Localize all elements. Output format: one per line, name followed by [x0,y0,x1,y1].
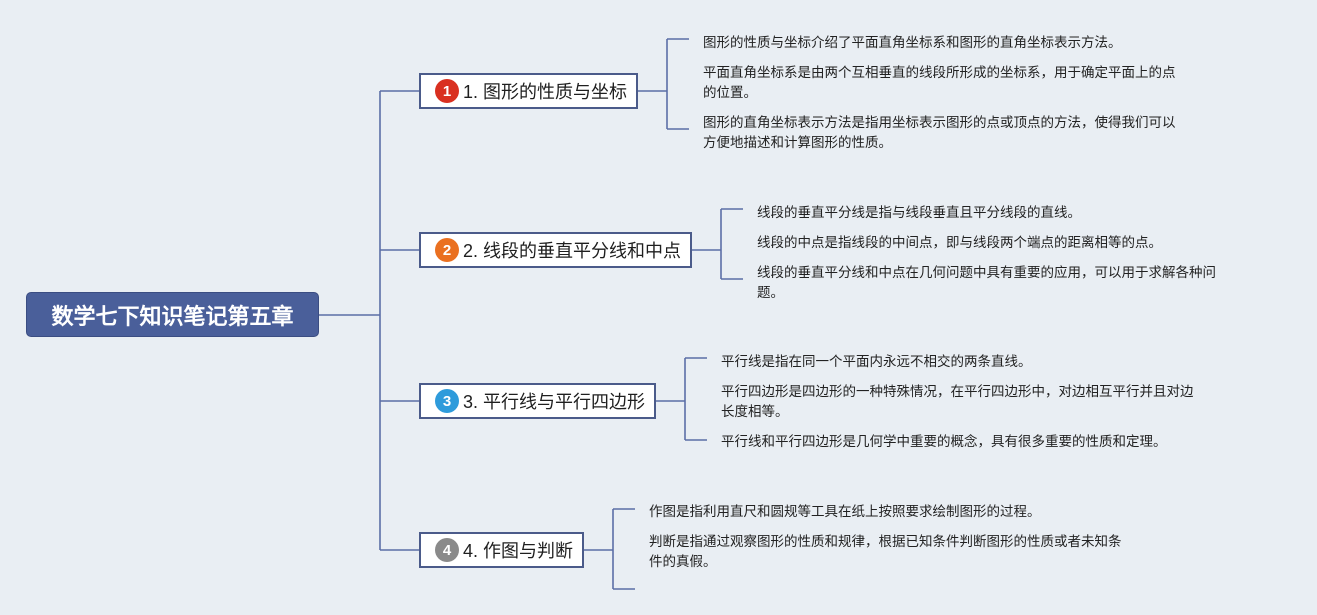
leaf-text-line: 方便地描述和计算图形的性质。 [703,135,892,150]
number-badge-icon: 2 [435,238,459,262]
leaf-text-line: 作图是指利用直尺和圆规等工具在纸上按照要求绘制图形的过程。 [649,504,1041,519]
leaf-text-line: 线段的垂直平分线和中点在几何问题中具有重要的应用，可以用于求解各种问 [757,265,1216,280]
leaf-text-line: 题。 [757,285,784,300]
branch-label: 1. 图形的性质与坐标 [463,82,628,102]
leaf-text-line: 平行线和平行四边形是几何学中重要的概念，具有很多重要的性质和定理。 [721,434,1167,449]
leaf-text: 判断是指通过观察图形的性质和规律，根据已知条件判断图形的性质或者未知条件的真假。 [649,532,1122,572]
leaf-text: 平行线和平行四边形是几何学中重要的概念，具有很多重要的性质和定理。 [721,432,1167,452]
leaf-text-line: 判断是指通过观察图形的性质和规律，根据已知条件判断图形的性质或者未知条 [649,534,1122,549]
leaf-text: 线段的中点是指线段的中间点，即与线段两个端点的距离相等的点。 [757,233,1162,253]
number-badge-icon: 1 [435,79,459,103]
number-badge-icon: 3 [435,389,459,413]
leaf-text: 平面直角坐标系是由两个互相垂直的线段所形成的坐标系，用于确定平面上的点的位置。 [703,63,1176,103]
leaf-text-line: 平面直角坐标系是由两个互相垂直的线段所形成的坐标系，用于确定平面上的点 [703,65,1176,80]
leaf-text-line: 平行线是指在同一个平面内永远不相交的两条直线。 [721,354,1032,369]
leaf-text-line: 图形的性质与坐标介绍了平面直角坐标系和图形的直角坐标表示方法。 [703,35,1122,50]
leaf-text-line: 平行四边形是四边形的一种特殊情况，在平行四边形中，对边相互平行并且对边 [721,384,1194,399]
branch-label: 3. 平行线与平行四边形 [463,392,646,412]
leaf-text-line: 线段的中点是指线段的中间点，即与线段两个端点的距离相等的点。 [757,235,1162,250]
leaf-text-line: 线段的垂直平分线是指与线段垂直且平分线段的直线。 [757,205,1081,220]
leaf-text: 作图是指利用直尺和圆规等工具在纸上按照要求绘制图形的过程。 [649,502,1041,522]
leaf-text-line: 件的真假。 [649,554,717,569]
branch-label: 4. 作图与判断 [463,541,574,561]
leaf-text: 平行线是指在同一个平面内永远不相交的两条直线。 [721,352,1032,372]
leaf-text-line: 的位置。 [703,85,757,100]
leaf-text: 图形的直角坐标表示方法是指用坐标表示图形的点或顶点的方法，使得我们可以方便地描述… [703,113,1176,153]
leaf-text: 线段的垂直平分线是指与线段垂直且平分线段的直线。 [757,203,1081,223]
leaf-text: 平行四边形是四边形的一种特殊情况，在平行四边形中，对边相互平行并且对边长度相等。 [721,382,1194,422]
leaf-text: 线段的垂直平分线和中点在几何问题中具有重要的应用，可以用于求解各种问题。 [757,263,1216,303]
number-badge-icon: 4 [435,538,459,562]
root-node[interactable]: 数学七下知识笔记第五章 [26,292,319,337]
branch-label: 2. 线段的垂直平分线和中点 [463,241,682,261]
leaf-text-line: 图形的直角坐标表示方法是指用坐标表示图形的点或顶点的方法，使得我们可以 [703,115,1176,130]
leaf-text: 图形的性质与坐标介绍了平面直角坐标系和图形的直角坐标表示方法。 [703,33,1122,53]
leaf-text-line: 长度相等。 [721,404,789,419]
